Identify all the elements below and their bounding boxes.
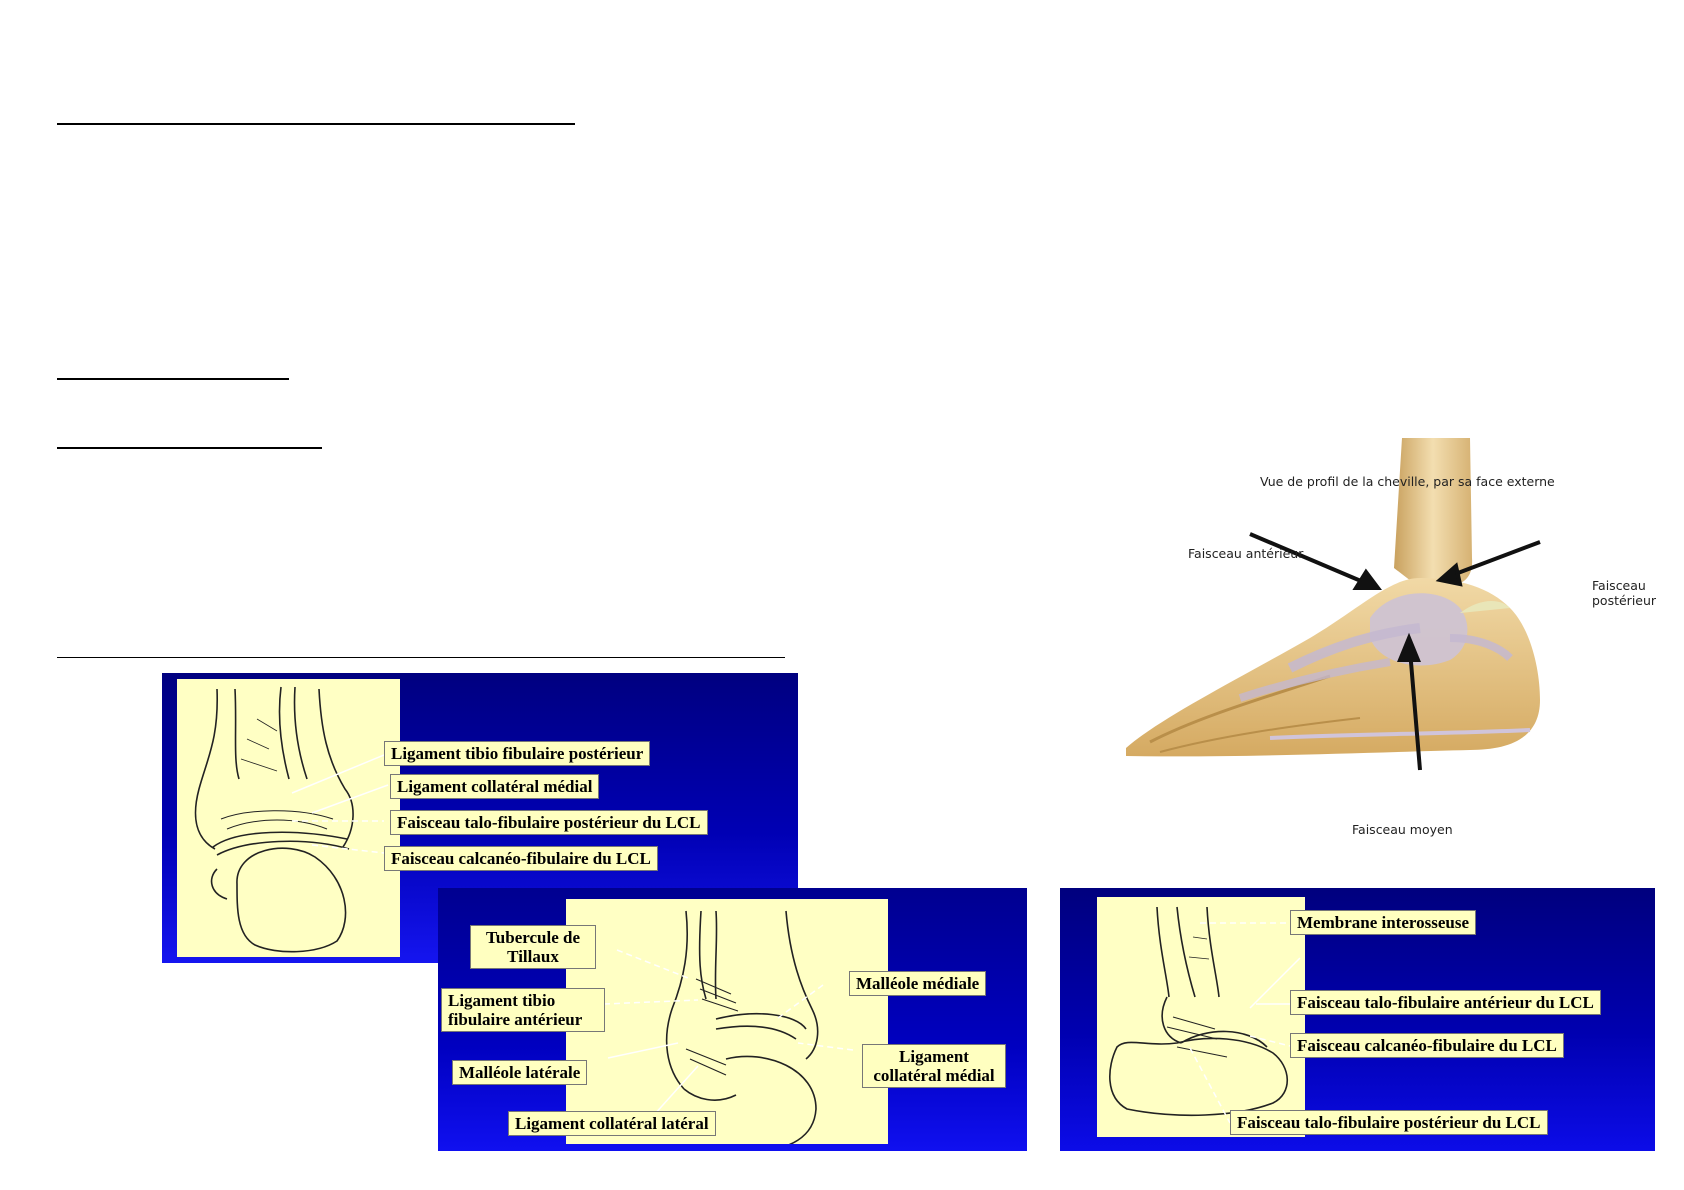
label-ligament-collateral-medial-ant: Ligament collatéral médial [862,1044,1006,1088]
heading-rule-4 [57,657,785,658]
posterior-leader-lines [291,754,389,854]
lateral-leader-lines [1189,922,1301,1124]
profile-label-posterieur: Faisceau postérieur [1592,578,1660,608]
profile-label-anterieur: Faisceau antérieur [1188,546,1304,561]
anterior-bone-sketch [665,910,819,1144]
label-faisceau-talo-fibulaire-posterieur: Faisceau talo-fibulaire postérieur du LC… [390,810,708,835]
heading-rule-2 [57,378,289,380]
label-malleole-laterale: Malléole latérale [452,1060,588,1085]
label-faisceau-talo-fibulaire-anterieur: Faisceau talo-fibulaire antérieur du LCL [1290,990,1601,1015]
label-membrane-interosseuse: Membrane interosseuse [1290,910,1477,935]
heading-rule-1 [57,123,575,125]
heading-rule-3 [57,447,322,449]
label-ligament-tibio-fibulaire-anterieur-text: Ligament tibio fibulaire antérieur [448,991,583,1029]
anterior-leader-lines [603,949,854,1117]
label-ligament-tibio-fibulaire-posterieur: Ligament tibio fibulaire postérieur [384,741,651,766]
figure-lateral-view: Membrane interosseuse Faisceau talo-fibu… [1060,888,1655,1151]
figure-posterior-view: Ligament tibio fibulaire postérieur Liga… [162,673,798,963]
lateral-ankle-drawing [1097,897,1305,1137]
label-tubercule-de-tillaux: Tubercule de Tillaux [470,925,596,969]
lateral-bone-sketch [1109,906,1288,1117]
label-faisceau-talo-fibulaire-posterieur-lat: Faisceau talo-fibulaire postérieur du LC… [1230,1110,1548,1135]
posterior-ankle-drawing [177,679,400,957]
profile-label-posterieur-text: Faisceau postérieur [1592,578,1657,608]
label-ligament-collateral-lateral: Ligament collatéral latéral [508,1111,716,1136]
profile-label-moyen: Faisceau moyen [1352,822,1453,837]
anterior-ankle-drawing [566,899,888,1144]
label-faisceau-calcaneo-fibulaire-lat: Faisceau calcanéo-fibulaire du LCL [1290,1033,1564,1058]
label-ligament-tibio-fibulaire-anterieur: Ligament tibio fibulaire antérieur [441,988,605,1032]
figure-anterior-view: Tubercule de Tillaux Ligament tibio fibu… [438,888,1027,1151]
label-malleole-mediale: Malléole médiale [849,971,987,996]
posterior-bone-sketch [194,686,354,953]
profile-title: Vue de profil de la cheville, par sa fac… [1260,474,1555,489]
profile-foot-illustration [1126,438,1541,771]
label-faisceau-calcaneo-fibulaire: Faisceau calcanéo-fibulaire du LCL [384,846,658,871]
figure-profile-illustration: Vue de profil de la cheville, par sa fac… [1120,438,1660,838]
label-ligament-collateral-medial: Ligament collatéral médial [390,774,600,799]
